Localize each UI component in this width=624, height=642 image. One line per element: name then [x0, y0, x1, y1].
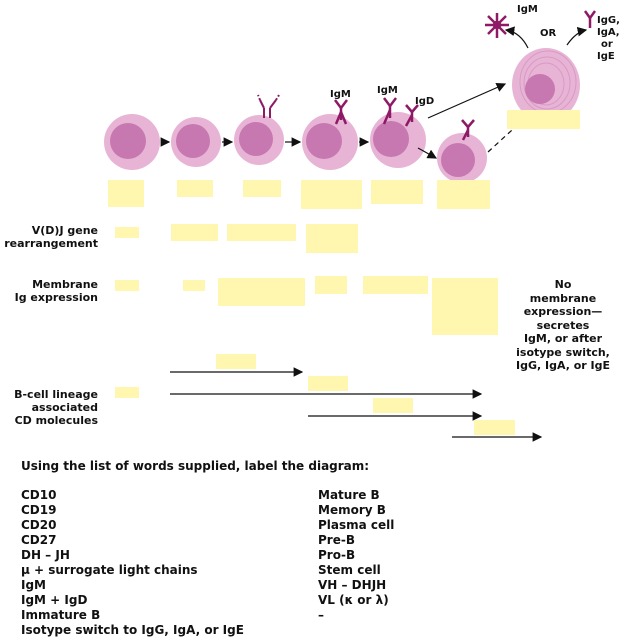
igd-label: IgD — [415, 96, 434, 107]
blank-cell-name-1[interactable] — [108, 180, 144, 207]
igm-antibody-immature — [334, 99, 348, 125]
word-item: VH – DHJH — [318, 578, 387, 592]
blank-cell-name-7[interactable] — [507, 110, 580, 129]
blank-cell-name-4[interactable] — [301, 180, 362, 209]
blank-membrane-6[interactable] — [432, 278, 498, 335]
switched-antibody — [583, 10, 597, 28]
membrane-row-label: Membrane Ig expression — [14, 278, 98, 304]
word-item: VL (κ or λ) — [318, 593, 389, 607]
word-item: Isotype switch to IgG, IgA, or IgE — [21, 623, 244, 637]
no-membrane-note: No membrane expression— secretes IgM, or… — [516, 278, 610, 372]
switched-isotype-label-1: IgG, — [597, 15, 620, 26]
memory-b-cell — [437, 133, 487, 183]
blank-cell-name-5[interactable] — [371, 180, 423, 204]
instruction-text: Using the list of words supplied, label … — [21, 459, 370, 473]
blank-membrane-5[interactable] — [363, 276, 428, 294]
blank-cd-5[interactable] — [474, 420, 515, 435]
word-item: μ + surrogate light chains — [21, 563, 198, 577]
blank-vdj-4[interactable] — [306, 224, 358, 253]
blank-cell-name-6[interactable] — [437, 180, 490, 209]
switched-isotype-label-2: IgA, — [597, 27, 620, 38]
word-list-left: CD10 CD19 CD20 CD27 DH – JH μ + surrogat… — [21, 488, 244, 638]
word-item: Stem cell — [318, 563, 381, 577]
igm-antibody-mature — [382, 97, 397, 125]
igm-pentamer — [485, 13, 509, 38]
word-item: CD10 — [21, 488, 57, 502]
blank-cell-name-3[interactable] — [243, 180, 281, 197]
pro-b-cell — [171, 117, 221, 167]
memory-b-antibody — [461, 119, 475, 141]
word-item: IgM — [21, 578, 46, 592]
blank-cd-4[interactable] — [373, 398, 413, 413]
word-item: Mature B — [318, 488, 380, 502]
word-item: Memory B — [318, 503, 386, 517]
word-item: Pre-B — [318, 533, 355, 547]
switched-isotype-label-4: IgE — [597, 51, 615, 62]
word-item: Pro-B — [318, 548, 356, 562]
blank-membrane-2[interactable] — [183, 280, 205, 291]
cd-arrows — [170, 367, 543, 442]
blank-membrane-1[interactable] — [115, 280, 139, 291]
word-list-right: Mature B Memory B Plasma cell Pre-B Pro-… — [318, 488, 394, 623]
word-item: Immature B — [21, 608, 101, 622]
word-item: – — [318, 608, 324, 622]
mature-b-cell — [370, 112, 426, 168]
word-item: CD27 — [21, 533, 57, 547]
vdj-row-label: V(D)J gene rearrangement — [4, 224, 98, 250]
or-label: OR — [540, 28, 557, 39]
blank-cd-3[interactable] — [308, 376, 348, 391]
immature-b-cell — [302, 114, 358, 170]
switched-isotype-label-3: or — [601, 39, 613, 50]
stem-cell — [104, 114, 160, 170]
blank-vdj-3[interactable] — [227, 224, 296, 241]
word-item: DH – JH — [21, 548, 70, 562]
cd-row-label: B-cell lineage associated CD molecules — [14, 388, 98, 427]
blank-cd-2[interactable] — [115, 387, 139, 398]
word-item: CD19 — [21, 503, 57, 517]
blank-cd-1[interactable] — [216, 354, 256, 369]
blank-cell-name-2[interactable] — [177, 180, 213, 197]
igm-label-immature: IgM — [330, 89, 351, 100]
pre-b-cell — [234, 115, 284, 165]
igm-pentamer-label: IgM — [517, 4, 538, 15]
word-item: CD20 — [21, 518, 57, 532]
igd-antibody — [404, 104, 419, 127]
blank-membrane-4[interactable] — [315, 276, 347, 294]
blank-membrane-3[interactable] — [218, 278, 305, 306]
word-item: Plasma cell — [318, 518, 395, 532]
word-item: IgM + IgD — [21, 593, 88, 607]
blank-vdj-2[interactable] — [171, 224, 218, 241]
igm-label-mature: IgM — [377, 85, 398, 96]
pre-b-receptor — [257, 94, 280, 118]
blank-vdj-1[interactable] — [115, 227, 139, 238]
